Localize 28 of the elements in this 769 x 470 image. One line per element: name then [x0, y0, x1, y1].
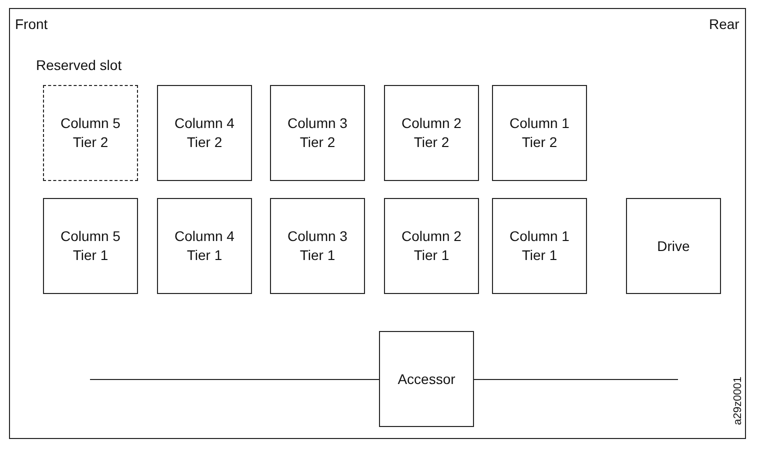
storage-box [43, 198, 138, 294]
box-label: Column 2 Tier 2 [400, 114, 462, 152]
storage-box [157, 198, 252, 294]
figure-id: a29z0001 [732, 376, 744, 425]
storage-box [157, 85, 252, 181]
storage-box [384, 85, 479, 181]
box-label: Column 5 Tier 1 [60, 227, 122, 265]
box-label: Column 1 Tier 1 [508, 227, 570, 265]
box-label: Column 3 Tier 1 [286, 227, 348, 265]
storage-box [492, 198, 587, 294]
end-label: Rear [709, 16, 740, 32]
storage-box [492, 85, 587, 181]
box-label: Accessor [396, 370, 456, 388]
storage-box [270, 198, 365, 294]
storage-box [384, 198, 479, 294]
box-label: Column 5 Tier 2 [60, 114, 122, 152]
slot-caption: Reserved slot [36, 57, 122, 73]
box-label: Column 2 Tier 1 [400, 227, 462, 265]
box-label: Column 4 Tier 2 [174, 114, 236, 152]
storage-box [626, 198, 721, 294]
storage-box [270, 85, 365, 181]
box-label: Column 3 Tier 2 [286, 114, 348, 152]
box-label: Column 4 Tier 1 [174, 227, 236, 265]
end-label: Front [15, 16, 48, 32]
box-label: Drive [656, 236, 691, 256]
storage-box [379, 331, 474, 427]
reserved-slot-box [43, 85, 138, 181]
box-label: Column 1 Tier 2 [508, 114, 570, 152]
